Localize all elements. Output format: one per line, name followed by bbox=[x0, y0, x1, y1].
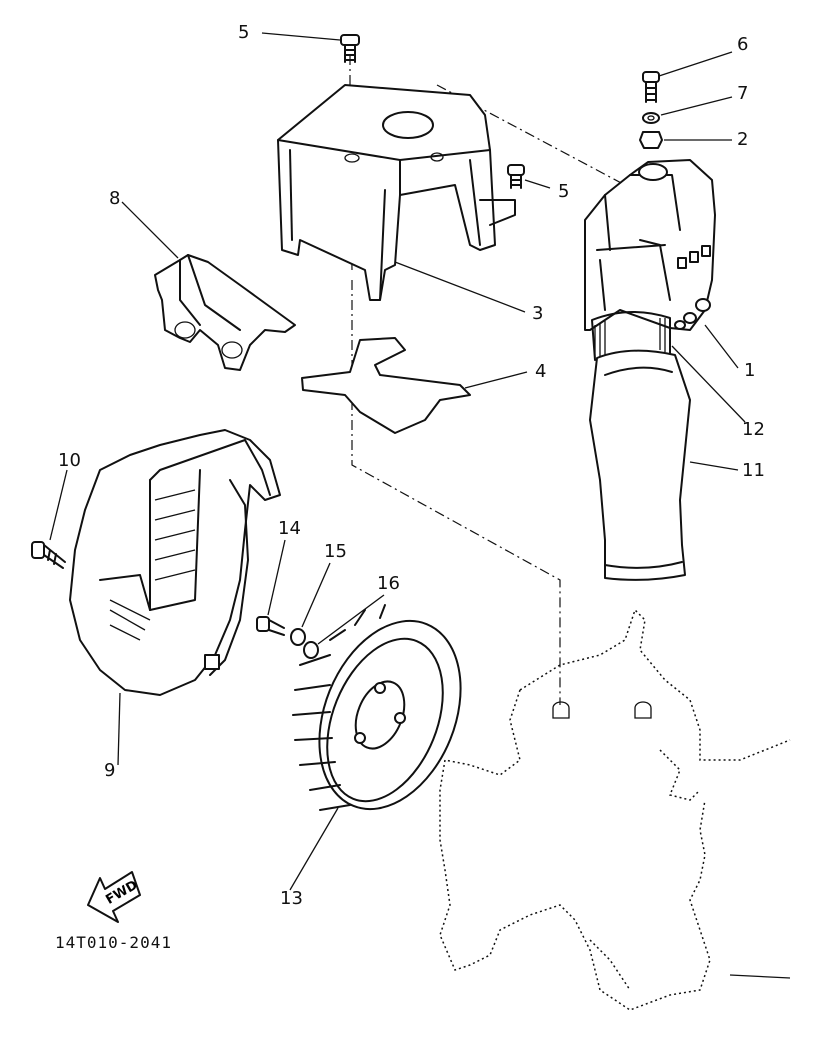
engine-block-outline bbox=[439, 608, 791, 1011]
fwd-arrow-marker: FWD bbox=[87, 871, 141, 923]
callout-13-flywheel: 13 bbox=[280, 888, 303, 909]
callout-12-clamp: 12 bbox=[742, 419, 765, 440]
part-16-nut bbox=[303, 641, 319, 659]
part-3-top-shroud bbox=[277, 84, 516, 301]
part-4-plate bbox=[301, 337, 471, 434]
part-1-air-duct bbox=[584, 159, 716, 331]
callout-9-fan-housing: 9 bbox=[104, 760, 116, 781]
part-8-bracket bbox=[154, 254, 296, 371]
part-7-washer bbox=[642, 112, 660, 124]
part-5-screw-top bbox=[340, 34, 360, 63]
part-2-nut bbox=[639, 131, 663, 149]
callout-15-washer: 15 bbox=[324, 541, 347, 562]
part-6-bolt bbox=[642, 71, 660, 103]
diagram-code: 14T010-2041 bbox=[55, 933, 172, 952]
callout-6-bolt: 6 bbox=[737, 34, 749, 55]
part-11-hose bbox=[589, 349, 691, 581]
callout-11-hose: 11 bbox=[742, 460, 765, 481]
callout-14-bolt: 14 bbox=[278, 518, 301, 539]
callout-2-nut: 2 bbox=[737, 129, 749, 150]
part-14-bolt bbox=[256, 616, 285, 636]
part-10-screw bbox=[31, 541, 66, 569]
callout-4-plate: 4 bbox=[535, 361, 547, 382]
callout-5-right-screw: 5 bbox=[558, 181, 570, 202]
part-15-washer bbox=[290, 628, 306, 646]
part-5-screw-right bbox=[507, 164, 525, 189]
callout-16-nut: 16 bbox=[377, 573, 400, 594]
callout-8-bracket: 8 bbox=[109, 188, 121, 209]
callout-10-screw: 10 bbox=[58, 450, 81, 471]
callout-5-top-screw: 5 bbox=[238, 22, 250, 43]
callout-7-washer: 7 bbox=[737, 83, 749, 104]
part-9-fan-housing bbox=[69, 429, 281, 696]
part-13-flywheel bbox=[292, 604, 462, 811]
leader-lines bbox=[49, 32, 746, 891]
callout-3-top-shroud: 3 bbox=[532, 303, 544, 324]
callout-1-air-duct: 1 bbox=[744, 360, 756, 381]
